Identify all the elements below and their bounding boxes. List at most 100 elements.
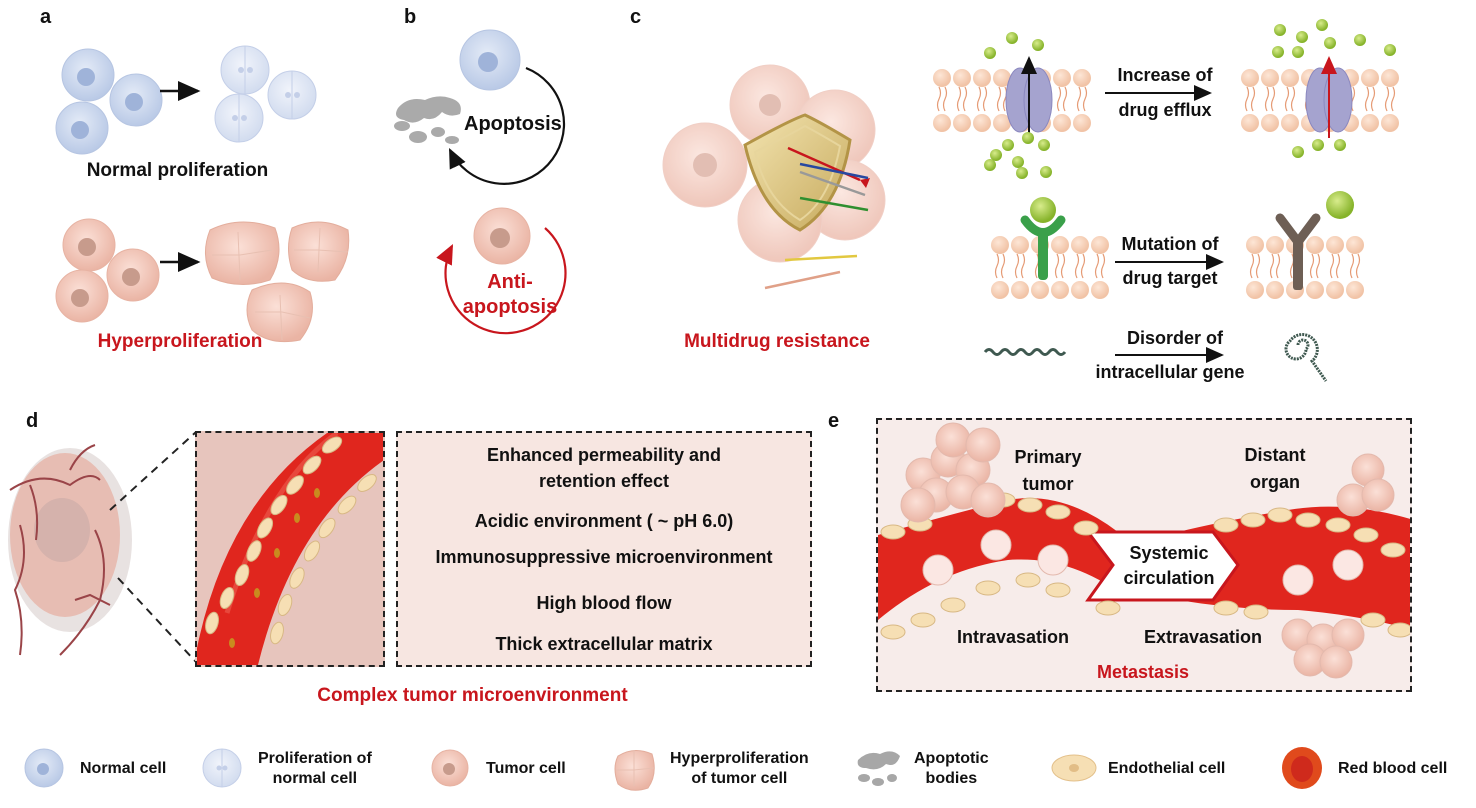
drug-molecule-icon [1334, 139, 1346, 151]
intracellular-gene-label-line1: Disorder of [1126, 328, 1223, 348]
drug-molecule-icon [1006, 32, 1018, 44]
primary-tumor-label-line1: Primary [1014, 447, 1082, 467]
intracellular-gene-label-line2: intracellular gene [1095, 362, 1245, 382]
systemic-circulation-label-line1: Systemic [1129, 543, 1209, 563]
panel-label-b: b [404, 6, 417, 28]
feature-epr-line1: Enhanced permeability and [486, 445, 722, 465]
cell-membrane-before-mutation [991, 236, 1109, 299]
feature-immunosuppressive: Immunosuppressive microenvironment [435, 547, 773, 567]
drug-molecule-icon [1032, 39, 1044, 51]
legend-item: Normal cell [22, 746, 166, 792]
drug-efflux-label-line2: drug efflux [1118, 100, 1212, 120]
feature-epr-line2: retention effect [538, 471, 670, 491]
apoptosis-label: Apoptosis [464, 113, 562, 135]
legend-label-line1: Normal cell [80, 760, 167, 777]
legend-label-line2: normal cell [272, 770, 358, 787]
hyperproliferating-tumor-cell-icon [205, 221, 350, 343]
multidrug-resistance-caption: Multidrug resistance [684, 331, 870, 352]
drug-target-receptor-icon [1020, 197, 1066, 280]
legend-label-line2: bodies [925, 770, 978, 787]
systemic-circulation-label-line2: circulation [1123, 568, 1215, 588]
normal-cells-group [55, 45, 350, 343]
legend-item: Red blood cell [1280, 746, 1447, 792]
coiled-gene-icon [1284, 333, 1328, 382]
efflux-pump-icon [1005, 67, 1053, 133]
legend-label: Normal cell [80, 759, 166, 779]
intravasation-label: Intravasation [956, 627, 1070, 647]
legend-item: Endothelial cell [1050, 746, 1225, 792]
drug-molecule-icon [1354, 34, 1366, 46]
panel-label-d: d [26, 410, 39, 432]
linear-gene-icon [983, 348, 1067, 356]
drug-molecule-icon [1002, 139, 1014, 151]
drug-molecule-icon [1038, 139, 1050, 151]
anti-apoptosis-label-line2: apoptosis [462, 296, 558, 318]
red-blood-cell-icon [1282, 747, 1322, 789]
drug-molecule-icon [1274, 24, 1286, 36]
tumor-tissue-illustration [8, 431, 197, 663]
metastasis-caption: Metastasis [1096, 662, 1190, 682]
distant-organ-label-line1: Distant [1244, 445, 1306, 465]
drug-molecule-icon [1326, 191, 1354, 219]
legend-label-line1: Proliferation of [258, 750, 372, 767]
legend-label: Endothelial cell [1108, 759, 1225, 779]
tumor-cell-icon [55, 218, 160, 323]
primary-tumor-label-line2: tumor [1022, 474, 1074, 494]
legend-item: Proliferation of normal cell [200, 746, 372, 792]
drug-efflux-label-line1: Increase of [1117, 65, 1213, 85]
legend-label: Tumor cell [486, 759, 566, 779]
tumor-microenvironment-caption: Complex tumor microenvironment [317, 685, 628, 706]
drug-target-label-line1: Mutation of [1121, 234, 1219, 254]
normal-cell-icon [55, 48, 163, 155]
vessel-zoom-box [195, 431, 385, 667]
drug-target-label-line2: drug target [1122, 268, 1218, 288]
efflux-pump-icon [1305, 67, 1353, 133]
normal-cell-icon [24, 748, 64, 788]
legend-label-line2: of tumor cell [691, 770, 788, 787]
anti-apoptosis-label-line1: Anti- [487, 271, 533, 293]
legend-label: Proliferation of normal cell [258, 749, 372, 789]
drug-molecule-icon [1384, 44, 1396, 56]
drug-molecule-icon [1296, 31, 1308, 43]
drug-molecule-icon [984, 159, 996, 171]
panel-label-c: c [630, 6, 642, 28]
tumor-cell-icon [473, 207, 531, 265]
drug-molecule-icon [1272, 46, 1284, 58]
drug-molecule-icon [1312, 139, 1324, 151]
legend-label-line1: Red blood cell [1338, 760, 1448, 777]
hyperproliferating-tumor-cell-icon [614, 750, 655, 791]
distant-organ-label-line2: organ [1249, 472, 1300, 492]
drug-efflux-diagram [933, 19, 1399, 382]
apoptosis-cycle-diagram [394, 29, 567, 335]
drug-molecule-icon [1316, 19, 1328, 31]
apoptosis-arrow [449, 66, 566, 185]
panel-label-a: a [40, 6, 52, 28]
proliferating-normal-cell-icon [202, 748, 242, 788]
drug-molecule-icon [1022, 132, 1034, 144]
hyperproliferation-caption: Hyperproliferation [97, 331, 263, 352]
drug-molecule-icon [1292, 46, 1304, 58]
anti-apoptosis-arrow [436, 227, 567, 335]
tumor-cell-icon [431, 749, 469, 787]
legend-label-line1: Endothelial cell [1108, 760, 1226, 777]
drug-arrows [764, 146, 870, 290]
legend-label: Red blood cell [1338, 759, 1447, 779]
legend: Normal cell Proliferation of normal cell Tu… [0, 740, 1476, 808]
endothelial-cell-icon [1051, 754, 1097, 782]
multidrug-resistance-illustration [662, 64, 886, 290]
legend-label-line1: Tumor cell [486, 760, 566, 777]
feature-acidic: Acidic environment ( ~ pH 6.0) [474, 511, 734, 531]
normal-proliferation-caption: Normal proliferation [86, 160, 269, 181]
proliferating-normal-cell-icon [214, 45, 317, 143]
drug-molecule-icon [1012, 156, 1024, 168]
drug-molecule-icon [984, 47, 996, 59]
apoptotic-bodies-icon [394, 96, 461, 144]
panel-label-e: e [828, 410, 840, 432]
drug-molecule-icon [1292, 146, 1304, 158]
drug-molecule-icon [1324, 37, 1336, 49]
cell-membrane-after-mutation [1246, 236, 1364, 299]
